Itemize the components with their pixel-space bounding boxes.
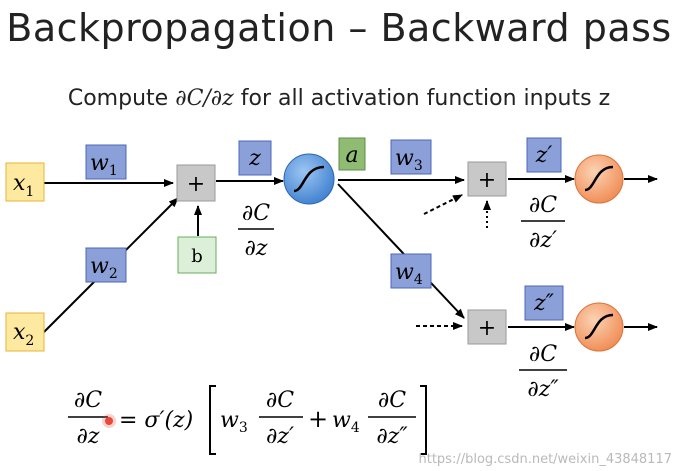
fraction-dC-dz-double-prime: ∂C ∂z″ xyxy=(519,342,567,402)
edge-dashed-sum2 xyxy=(423,194,463,215)
eq-w3-sub: 3 xyxy=(239,420,248,436)
x1-label: x xyxy=(13,171,26,196)
dCdzp-num: ∂C xyxy=(529,193,557,218)
eq-w4-sub: 4 xyxy=(351,420,360,436)
svg-text:x2: x2 xyxy=(13,320,34,349)
eq-lhs-num: ∂C xyxy=(74,388,102,413)
weight-w4: w4 xyxy=(390,253,432,289)
summation-node-icon: + xyxy=(176,164,216,202)
z-prime-label: z′ xyxy=(535,143,553,168)
subtitle-suffix: for all activation function inputs z xyxy=(233,86,611,111)
svg-text:w2: w2 xyxy=(90,254,118,282)
dCdz-num: ∂C xyxy=(242,201,270,226)
svg-text:w4: w4 xyxy=(395,260,423,288)
red-pointer-icon xyxy=(105,417,113,425)
eq-t1-den: ∂z′ xyxy=(266,424,294,449)
eq-w4: w xyxy=(332,408,351,433)
summation-node-icon: + xyxy=(467,309,507,345)
svg-text:w3: w3 xyxy=(395,146,423,174)
input-x2: x2 xyxy=(5,312,45,352)
w2-sub: 2 xyxy=(109,266,118,282)
b-label: b xyxy=(191,246,203,267)
svg-text:x1: x1 xyxy=(13,171,34,200)
eq-t2-num: ∂C xyxy=(378,388,406,413)
backprop-equation: ∂C ∂z = σ′(z) w3 ∂C ∂z′ + w4 ∂C ∂z″ xyxy=(68,385,427,455)
bias-b: b xyxy=(177,236,217,274)
w3-sub: 3 xyxy=(414,158,423,174)
fraction-dC-dz: ∂C ∂z xyxy=(238,201,274,261)
slide-subtitle: Compute ∂C/∂z for all activation functio… xyxy=(0,86,678,111)
sum2-symbol: + xyxy=(478,168,496,193)
edges xyxy=(43,175,658,333)
subtitle-prefix: Compute xyxy=(67,86,176,111)
eq-lhs-den: ∂z xyxy=(77,424,100,449)
w4-sub: 4 xyxy=(414,272,423,288)
dCdzp-den: ∂z′ xyxy=(529,228,557,253)
dCdzpp-den: ∂z″ xyxy=(527,377,559,402)
w2-label: w xyxy=(90,254,109,279)
input-x1: x1 xyxy=(5,162,45,202)
eq-sigma: = σ′(z) xyxy=(119,408,193,433)
sigmoid-neuron-icon xyxy=(283,153,335,205)
edge-neuron-sum3 xyxy=(337,183,465,319)
eq-t2-den: ∂z″ xyxy=(376,424,408,449)
x2-label: x xyxy=(13,320,26,345)
dCdz-den: ∂z xyxy=(245,236,268,261)
svg-text:w4: w4 xyxy=(332,408,360,436)
sigmoid-neuron-icon xyxy=(574,302,624,352)
z-label: z xyxy=(248,146,261,171)
watermark: https://blog.csdn.net/weixin_43848117 xyxy=(418,452,672,467)
weight-w3: w3 xyxy=(390,139,432,175)
w4-label: w xyxy=(395,260,414,285)
sum3-symbol: + xyxy=(478,316,496,341)
svg-text:w1: w1 xyxy=(90,151,118,179)
z-double-prime-label: z″ xyxy=(533,291,555,316)
a-label: a xyxy=(345,143,358,168)
sum1-symbol: + xyxy=(187,172,205,197)
dCdzpp-num: ∂C xyxy=(529,342,557,367)
svg-text:w3: w3 xyxy=(220,408,248,436)
weight-w1: w1 xyxy=(85,144,127,180)
summation-node-icon: + xyxy=(467,161,507,197)
z-label-box: z xyxy=(238,140,272,176)
x1-sub: 1 xyxy=(25,184,34,200)
eq-plus: + xyxy=(308,405,328,433)
subtitle-math: ∂C/∂z xyxy=(175,86,234,111)
x2-sub: 2 xyxy=(25,333,34,349)
eq-t1-num: ∂C xyxy=(266,388,294,413)
activation-a: a xyxy=(338,137,366,171)
w1-sub: 1 xyxy=(109,163,118,179)
weight-w2: w2 xyxy=(85,247,127,283)
eq-w3: w xyxy=(220,408,239,433)
slide-title: Backpropagation – Backward pass xyxy=(6,6,672,50)
sigmoid-neuron-icon xyxy=(574,154,624,204)
w3-label: w xyxy=(395,146,414,171)
z-double-prime-box: z″ xyxy=(524,285,564,321)
z-prime-box: z′ xyxy=(526,137,562,173)
fraction-dC-dz-prime: ∂C ∂z′ xyxy=(521,193,565,253)
w1-label: w xyxy=(90,151,109,176)
